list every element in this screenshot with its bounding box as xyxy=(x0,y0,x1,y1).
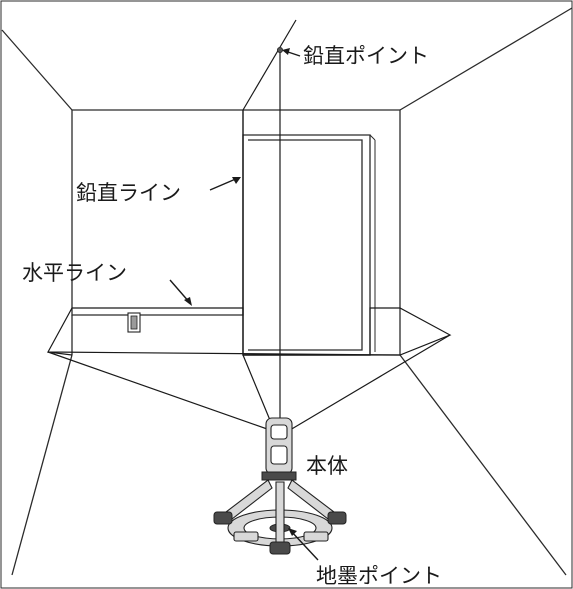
laser-main-unit xyxy=(261,417,297,481)
label-level-line: 水平ライン xyxy=(22,261,127,285)
ceiling-edge-right xyxy=(399,7,573,111)
side-arm-left xyxy=(233,531,259,542)
arrowhead-plumb-line xyxy=(232,177,241,184)
wall-switch xyxy=(127,312,141,333)
arrow-plumb-line xyxy=(209,177,239,191)
floor-edge-right xyxy=(399,354,567,576)
unit-window-top xyxy=(270,424,288,440)
room-walls xyxy=(1,7,573,576)
tripod-stand xyxy=(213,479,347,555)
label-plumb-point: 鉛直ポイント xyxy=(303,44,429,68)
arrowhead-plumb-point xyxy=(282,48,290,55)
foot-right xyxy=(327,511,347,525)
level-line-trace xyxy=(46,307,452,356)
level-laser-plane xyxy=(46,307,452,431)
side-arm-right xyxy=(303,531,329,542)
plumb-beam-ceiling xyxy=(242,19,297,111)
switch-toggle xyxy=(130,315,138,330)
back-wall-right xyxy=(243,109,401,356)
plumb-beam-floor xyxy=(242,354,273,426)
label-plumb-line: 鉛直ライン xyxy=(76,181,181,205)
label-arrows xyxy=(169,48,319,561)
plumb-point-dot xyxy=(276,47,283,54)
unit-base xyxy=(261,471,297,481)
label-main-unit: 本体 xyxy=(306,454,348,478)
door-jamb xyxy=(369,134,376,141)
arrowhead-level-line xyxy=(184,297,192,306)
door-leaf xyxy=(248,139,363,351)
door xyxy=(242,134,376,356)
floor-edge-left xyxy=(11,354,73,576)
level-beam-right xyxy=(289,334,451,431)
label-floor-point: 地墨ポイント xyxy=(316,564,442,588)
arrowhead-floor-point xyxy=(288,528,297,536)
door-frame xyxy=(242,134,371,356)
unit-window-bottom xyxy=(270,445,288,465)
arrow-floor-point xyxy=(289,529,319,561)
level-beam-left-front xyxy=(47,351,73,356)
ceiling-edge-left xyxy=(1,29,73,111)
stand-leg-front xyxy=(275,481,285,545)
foot-left xyxy=(213,511,233,525)
level-beam-left xyxy=(47,351,271,431)
plumb-laser-plane xyxy=(242,19,297,426)
foot-front xyxy=(269,541,291,555)
